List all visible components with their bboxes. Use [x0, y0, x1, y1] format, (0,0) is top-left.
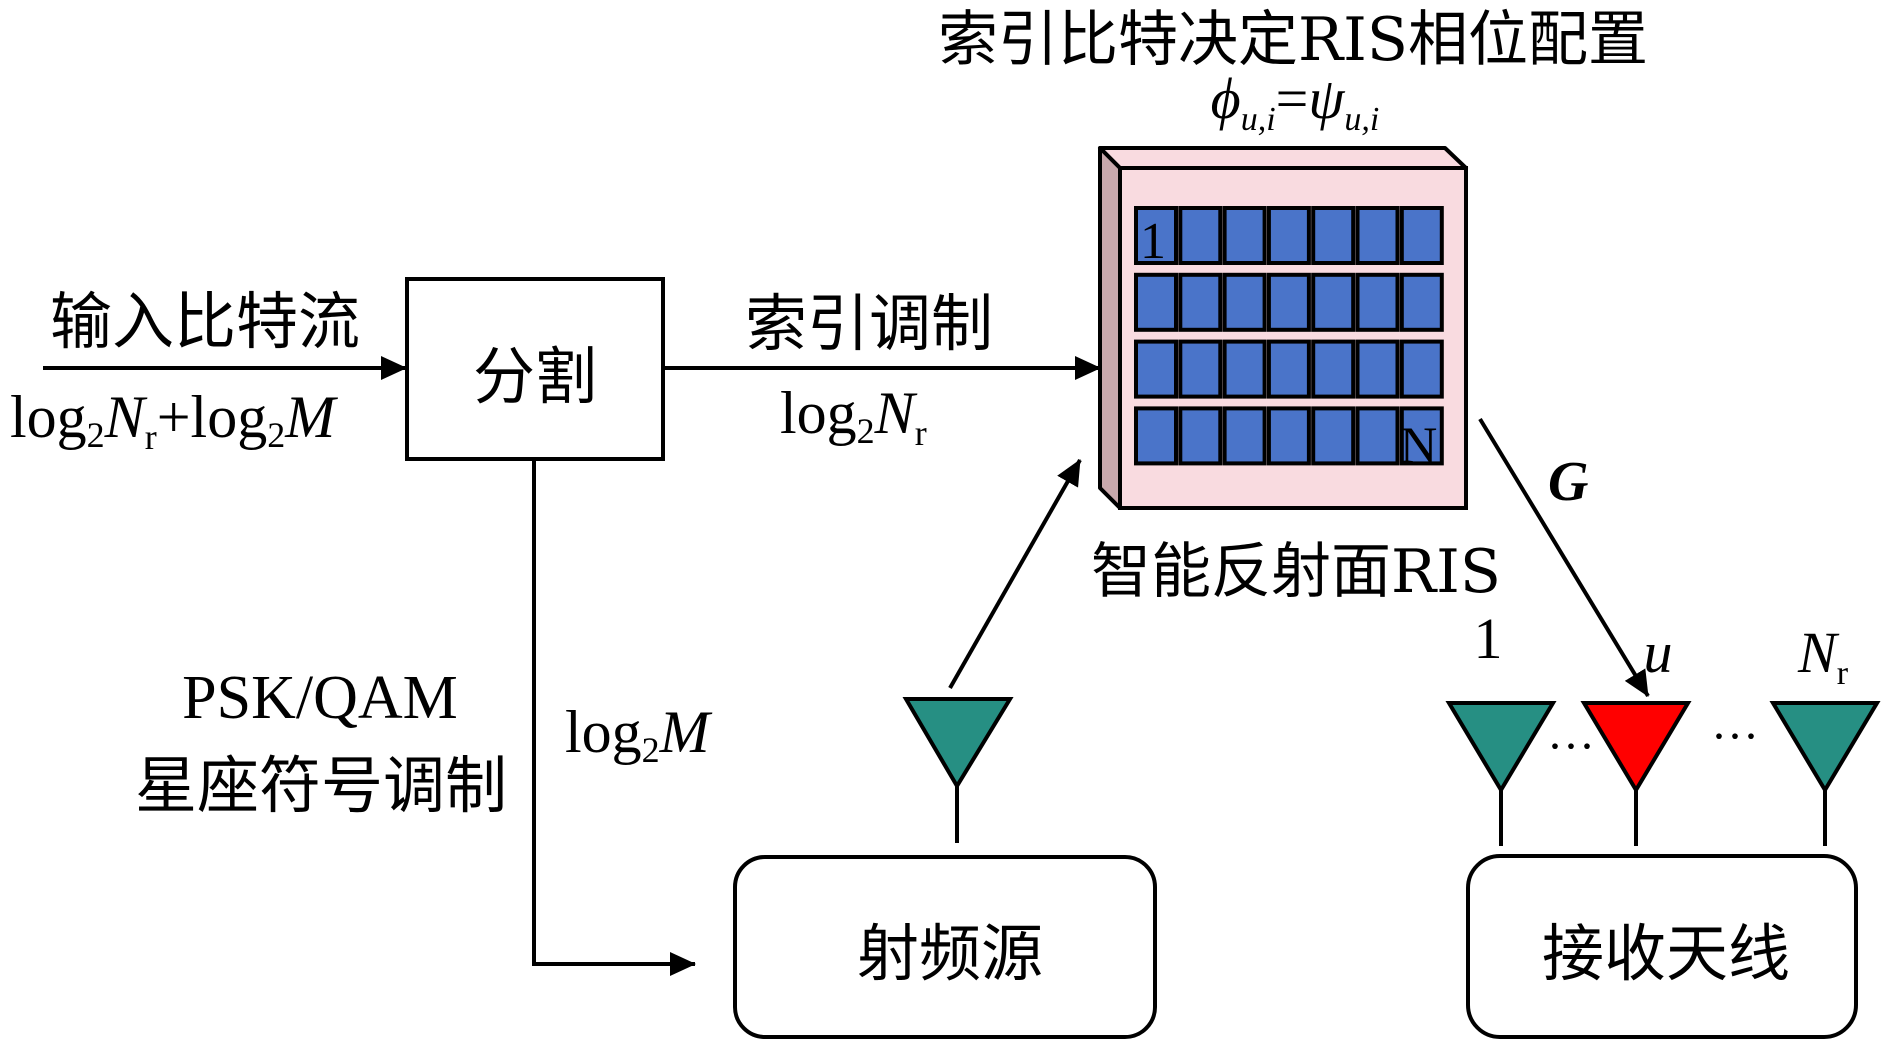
rx-antenna-label-u: u — [1644, 620, 1673, 685]
receiver-label: 接收天线 — [1542, 917, 1790, 990]
constellation-label-line2: 星座符号调制 — [135, 749, 507, 822]
ris-element — [1222, 206, 1267, 265]
rf-antenna-icon — [902, 697, 1014, 790]
ris-phase-formula: ϕu,i=ψu,i — [1211, 66, 1380, 138]
ris-panel-top — [1098, 146, 1468, 170]
ris-element — [1222, 272, 1267, 332]
index-bits-formula: log2Nr — [780, 380, 927, 453]
index-modulation-label: 索引调制 — [745, 287, 993, 360]
rx-antenna-u-icon — [1580, 701, 1692, 794]
ris-panel-side — [1098, 146, 1122, 510]
ris-element — [1311, 406, 1356, 466]
ris-element — [1134, 206, 1178, 265]
ris-element — [1266, 339, 1311, 399]
ris-first-element-label: 1 — [1140, 213, 1166, 270]
ris-element — [1134, 272, 1178, 332]
ris-element — [1399, 406, 1444, 466]
ris-config-title: 索引比特决定RIS相位配置 — [938, 5, 1648, 75]
rx-antenna-1-icon — [1445, 701, 1557, 794]
incident-arrow — [948, 459, 1082, 689]
ris-element — [1178, 339, 1223, 399]
receive-antenna-array — [1445, 701, 1881, 846]
ris-element-grid: 1N — [1134, 206, 1444, 474]
ris-element — [1178, 206, 1223, 265]
ris-element — [1178, 272, 1223, 332]
ris-element — [1399, 206, 1444, 265]
ris-element — [1399, 272, 1444, 332]
rx-ellipsis-1: ··· — [1547, 720, 1595, 773]
ris-element — [1266, 406, 1311, 466]
ris-element — [1178, 406, 1223, 466]
input-bits-formula: log2Nr+log2M — [10, 384, 338, 457]
constellation-bits-formula: log2M — [565, 699, 713, 770]
ris-element — [1355, 406, 1400, 466]
rx-antenna-label-nr: Nr — [1797, 620, 1849, 692]
ris-element — [1355, 339, 1400, 399]
ris-element — [1266, 272, 1311, 332]
ris-element — [1311, 206, 1356, 265]
rx-antenna-label-1: 1 — [1474, 606, 1503, 671]
split-box-label: 分割 — [473, 340, 597, 413]
ris-element — [1134, 406, 1178, 466]
channel-g-label: G — [1548, 451, 1588, 513]
ris-element — [1222, 406, 1267, 466]
ris-element — [1266, 206, 1311, 265]
channel-g-arrow — [1478, 417, 1650, 698]
ris-element — [1355, 272, 1400, 332]
receiver-box — [1466, 854, 1858, 1039]
rf-source-label: 射频源 — [857, 917, 1043, 990]
ris-element — [1311, 272, 1356, 332]
ris-label: 智能反射面RIS — [1091, 537, 1501, 607]
ris-element — [1399, 339, 1444, 399]
ris-element — [1311, 339, 1356, 399]
constellation-branch-line — [532, 459, 696, 976]
constellation-label-line1: PSK/QAM — [182, 664, 458, 732]
ris-panel: 1N — [1098, 146, 1468, 510]
ris-element — [1134, 339, 1178, 399]
rx-ellipsis-2: ··· — [1711, 710, 1759, 763]
input-bitstream-label: 输入比特流 — [50, 285, 360, 358]
rf-source-box — [733, 855, 1157, 1039]
rx-antenna-nr-icon — [1769, 701, 1881, 794]
ris-last-element-label: N — [1400, 417, 1438, 474]
ris-element — [1222, 339, 1267, 399]
ris-element — [1355, 206, 1400, 265]
